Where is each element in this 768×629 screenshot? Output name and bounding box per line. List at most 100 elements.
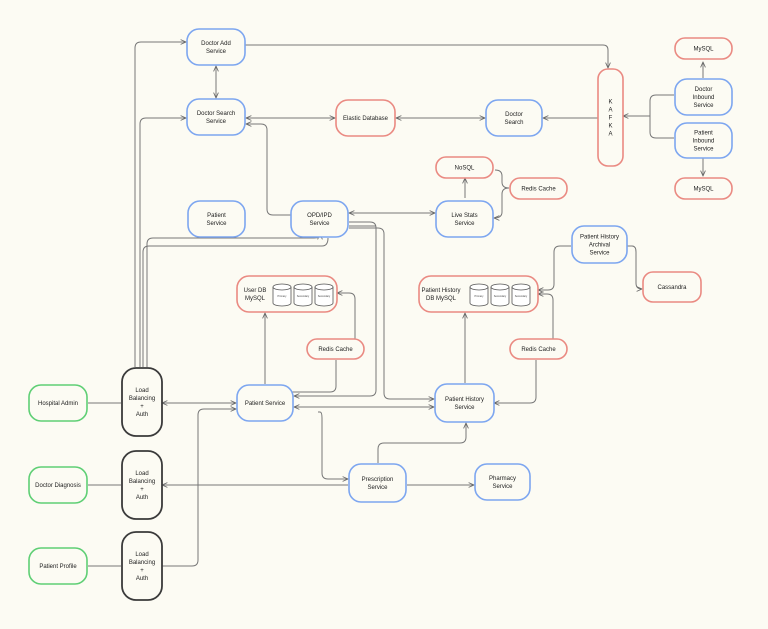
edge-opd-history-2 [349, 227, 434, 399]
node-doctor-diagnosis: Doctor Diagnosis [28, 466, 88, 504]
node-label: + [140, 487, 144, 493]
node-label: Redis Cache [521, 347, 556, 353]
node-box [186, 98, 246, 136]
node-label: Load [135, 388, 148, 394]
node-label: Auth [136, 495, 148, 501]
node-label: Service [206, 119, 227, 125]
node-label: Inbound [693, 95, 715, 101]
edge-redishistory-db [538, 294, 554, 339]
node-redis-cache-user: Redis Cache [306, 338, 365, 360]
database-cylinder-icon: Secondary [511, 283, 531, 307]
node-box [674, 37, 733, 60]
node-label: Redis Cache [318, 347, 353, 353]
cylinder-label: Primary [475, 294, 485, 298]
node-nosql: NoSQL [435, 156, 494, 179]
node-box [434, 383, 495, 423]
node-box [597, 68, 624, 167]
node-label: + [140, 568, 144, 574]
node-cassandra: Cassandra [642, 271, 702, 303]
node-box [435, 156, 494, 179]
edge-live-redis [494, 169, 510, 189]
node-label: Service [309, 221, 330, 227]
node-label: Load [135, 552, 148, 558]
node-box [674, 78, 733, 116]
node-box [435, 200, 494, 238]
node-label: Service [454, 405, 475, 411]
node-label: OPD/IPD [307, 213, 332, 219]
node-label: MySQL [693, 187, 714, 193]
node-label: Hospital Admin [38, 401, 78, 407]
node-label: Doctor Diagnosis [35, 483, 81, 489]
node-box [642, 271, 702, 303]
node-label: Service [206, 221, 227, 227]
edge-archival-cassandra [627, 245, 642, 289]
node-label: Redis Cache [521, 187, 556, 193]
cylinder-label: Secondary [297, 294, 310, 298]
database-cylinder-icon: Primary [272, 283, 292, 307]
node-box [674, 122, 733, 159]
connector-lines [88, 42, 703, 567]
node-box [509, 338, 568, 360]
node-label: MySQL [245, 296, 266, 302]
node-box [571, 225, 628, 264]
node-label: Balancing [129, 479, 155, 485]
edge-patient-prescription [318, 411, 348, 479]
node-patient-service: Patient Service [236, 384, 294, 422]
node-box [674, 177, 733, 200]
node-label: DB MySQL [426, 296, 457, 302]
node-box [335, 99, 396, 137]
node-label: Elastic Database [343, 116, 389, 122]
node-label: Patient Profile [39, 564, 77, 570]
database-cylinder-icon: Secondary [293, 283, 313, 307]
node-label: Prescription [362, 477, 394, 483]
edge-lb1-opd-2 [142, 237, 329, 367]
node-label: Service [367, 485, 388, 491]
node-label: Service [693, 147, 714, 153]
node-mysql-top: MySQL [674, 37, 733, 60]
edge-history-redis [494, 360, 537, 403]
node-box [121, 531, 163, 601]
edge-lb3-patient [162, 409, 236, 567]
database-cylinder-icon: Primary [469, 283, 489, 307]
edge-lb1-docsearch [139, 118, 186, 367]
node-box [236, 384, 294, 422]
node-label: MySQL [693, 47, 714, 53]
node-label: Patient [694, 131, 713, 137]
edge-lb1-docadd [134, 42, 186, 367]
node-box [121, 367, 163, 437]
node-box [121, 450, 163, 520]
node-label: F [609, 116, 613, 122]
cylinder-label: Secondary [494, 294, 507, 298]
node-label: Search [504, 120, 523, 126]
node-label: NoSQL [455, 166, 475, 172]
node-label: K [608, 124, 612, 130]
node-box [186, 28, 246, 66]
node-mysql-bottom: MySQL [674, 177, 733, 200]
node-label: Patient History [445, 397, 484, 403]
node-box [187, 200, 246, 238]
node-box [306, 338, 365, 360]
node-box [474, 463, 531, 501]
node-label: Service [454, 221, 475, 227]
node-label: Doctor Add [201, 41, 231, 47]
node-label: Service [492, 484, 513, 490]
node-label: Patient History [580, 235, 619, 241]
cylinder-label: Secondary [318, 294, 331, 298]
node-label: Service [693, 103, 714, 109]
edge-historydb-archival [538, 245, 571, 290]
edge-prescription-history [377, 423, 466, 463]
node-patient-profile: Patient Profile [28, 547, 88, 585]
node-redis-cache-history: Redis Cache [509, 338, 568, 360]
edge-opd-docsearch [246, 124, 291, 216]
database-cylinder-icon: Secondary [490, 283, 510, 307]
node-label: Load [135, 471, 148, 477]
